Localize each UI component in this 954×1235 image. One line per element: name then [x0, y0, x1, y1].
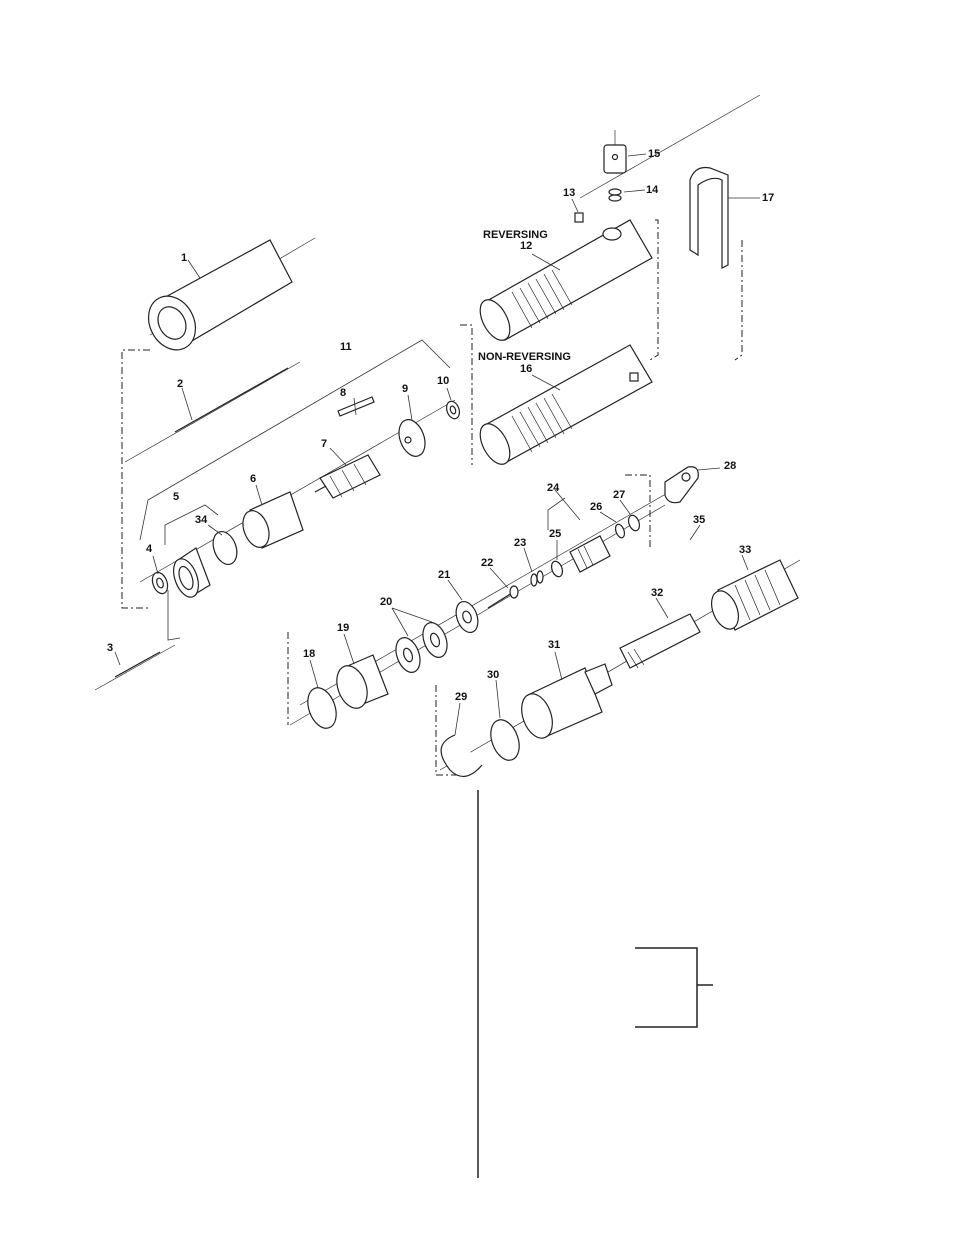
part-6-cylinder — [238, 492, 303, 551]
callout-21: 21 — [438, 569, 450, 581]
callout-6: 6 — [250, 473, 256, 485]
callout-29: 29 — [455, 691, 467, 703]
callout-2: 2 — [177, 378, 183, 390]
callout-31: 31 — [548, 639, 560, 651]
non-reversing-label: NON-REVERSING — [478, 351, 571, 363]
callout-26: 26 — [590, 501, 602, 513]
part-2-rod — [175, 368, 288, 432]
part-10-rear-bearing — [444, 399, 461, 420]
callout-19: 19 — [337, 622, 349, 634]
part-18-o-ring — [303, 684, 342, 732]
part-5-end-plate — [169, 548, 210, 601]
callout-28: 28 — [724, 460, 736, 472]
callout-32: 32 — [651, 587, 663, 599]
part-29-retainer-clip — [441, 735, 482, 776]
part-31-nozzle-housing — [516, 664, 612, 742]
part-16-non-reversing-handle — [474, 345, 652, 469]
callout-33: 33 — [739, 544, 751, 556]
part-25-o-ring — [550, 560, 565, 578]
part-27-retaining-ring — [627, 514, 642, 532]
part-33-bellows — [706, 560, 798, 633]
part-7-rotor — [315, 455, 380, 498]
callout-23: 23 — [514, 537, 526, 549]
callout-17: 17 — [762, 192, 774, 204]
part-21-washer — [452, 599, 482, 636]
part-30-o-ring — [486, 716, 525, 764]
callout-35: 35 — [693, 514, 705, 526]
part-28-exhaust-deflector — [665, 467, 698, 503]
callout-15: 15 — [648, 148, 660, 160]
callout-11: 11 — [340, 341, 352, 353]
callout-5: 5 — [173, 491, 179, 503]
part-9-rear-end-plate — [394, 416, 430, 460]
callout-25: 25 — [549, 528, 561, 540]
callout-30: 30 — [487, 669, 499, 681]
callout-3: 3 — [107, 642, 113, 654]
callout-9: 9 — [402, 383, 408, 395]
callout-14: 14 — [646, 184, 659, 196]
callout-13: 13 — [563, 187, 575, 199]
part-26-o-ring — [614, 523, 626, 539]
callout-24: 24 — [547, 482, 560, 494]
part-1-housing-sleeve — [139, 240, 292, 358]
callout-34: 34 — [195, 514, 208, 526]
part-4-bearing — [150, 570, 171, 595]
callout-16: 16 — [520, 363, 532, 375]
callout-8: 8 — [340, 387, 346, 399]
part-32-retainer — [620, 614, 700, 668]
callout-1: 1 — [181, 252, 187, 264]
part-3-pin — [115, 652, 160, 677]
part-13-screw — [575, 213, 583, 222]
part-34-o-ring — [209, 528, 241, 567]
callout-numbers: 1 2 3 4 5 6 7 8 9 10 11 12 13 14 15 16 1… — [107, 148, 774, 703]
part-17-suspension-bail — [690, 168, 728, 269]
callout-22: 22 — [481, 557, 493, 569]
part-22-valve-stem — [488, 586, 518, 608]
part-24-air-inlet — [570, 536, 610, 572]
callout-4: 4 — [146, 543, 153, 555]
callout-7: 7 — [321, 438, 327, 450]
part-23-spring — [531, 571, 543, 586]
bracket-lines — [140, 340, 713, 1178]
part-14-spring — [609, 189, 621, 201]
callout-12: 12 — [520, 240, 532, 252]
callout-27: 27 — [613, 489, 625, 501]
callout-20: 20 — [380, 596, 392, 608]
callout-10: 10 — [437, 375, 449, 387]
reversing-label: REVERSING — [483, 229, 548, 241]
part-19-bushing — [331, 655, 388, 712]
part-15-reverse-valve — [604, 130, 626, 173]
callout-18: 18 — [303, 648, 315, 660]
